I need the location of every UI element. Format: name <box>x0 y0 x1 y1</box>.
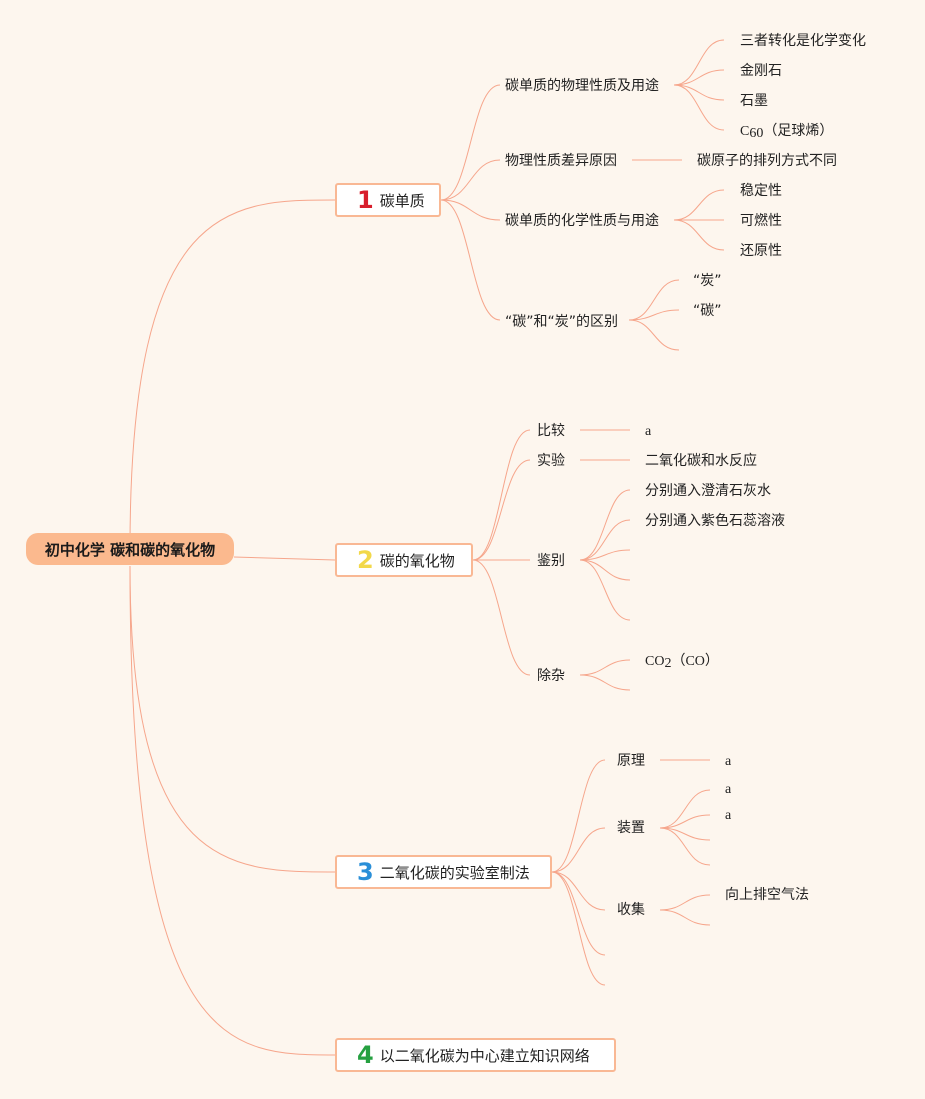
leaf-a[interactable]: a <box>725 808 732 823</box>
connector-line <box>628 279 680 321</box>
connector-line <box>673 84 725 131</box>
leaf-a[interactable]: a <box>725 754 732 769</box>
connector-line <box>673 84 725 101</box>
connector-line <box>472 429 531 561</box>
topic-carbon-distinction[interactable]: “碳”和“炭”的区别 <box>505 314 619 330</box>
branch-label: 以二氧化碳为中心建立知识网络 <box>379 1046 590 1065</box>
connector-line <box>579 549 631 561</box>
connector-line <box>129 565 336 1056</box>
connector-line <box>472 459 531 561</box>
connector-line <box>551 759 606 873</box>
number-3-icon: 3 <box>357 858 374 886</box>
connector-line <box>440 199 501 321</box>
topic-compare[interactable]: 比较 <box>537 423 565 439</box>
branch-label: 碳的氧化物 <box>379 551 455 570</box>
leaf-flammability[interactable]: 可燃性 <box>740 213 782 229</box>
topic-remove-impurity[interactable]: 除杂 <box>537 668 565 684</box>
connector-line <box>659 814 711 829</box>
number-4-icon: 4 <box>357 1041 374 1069</box>
connector-line <box>551 871 606 956</box>
topic-chemical-properties[interactable]: 碳单质的化学性质与用途 <box>505 213 659 229</box>
connector-line <box>551 827 606 873</box>
c60-symbol: C <box>740 124 750 139</box>
leaf-litmus[interactable]: 分别通入紫色石蕊溶液 <box>645 513 785 529</box>
connector-line <box>579 674 631 691</box>
topic-physical-properties[interactable]: 碳单质的物理性质及用途 <box>505 78 659 94</box>
c60-note: （足球烯） <box>763 123 834 139</box>
leaf-limewater[interactable]: 分别通入澄清石灰水 <box>645 483 771 499</box>
connector-line <box>472 559 531 676</box>
connector-line <box>579 659 631 676</box>
topic-apparatus[interactable]: 装置 <box>617 820 645 836</box>
leaf-diamond[interactable]: 金刚石 <box>740 63 782 79</box>
branch-label: 二氧化碳的实验室制法 <box>379 863 530 882</box>
co2-symbol: CO <box>645 654 665 669</box>
connector-line <box>673 69 725 86</box>
connector-line <box>129 199 336 549</box>
connector-line <box>659 827 711 866</box>
topic-property-difference[interactable]: 物理性质差异原因 <box>505 153 617 169</box>
connector-line <box>673 219 725 251</box>
number-1-icon: 1 <box>357 186 374 214</box>
connector-line <box>628 319 680 351</box>
connector-line <box>551 871 606 986</box>
connector-line <box>579 519 631 561</box>
topic-principle[interactable]: 原理 <box>617 753 645 769</box>
branch-carbon-oxides[interactable]: 2 碳的氧化物 <box>335 543 473 577</box>
branch-knowledge-network[interactable]: 4 以二氧化碳为中心建立知识网络 <box>335 1038 616 1072</box>
connector-line <box>440 159 501 201</box>
connector-line <box>440 199 501 221</box>
connector-line <box>659 894 711 911</box>
leaf-co2-water[interactable]: 二氧化碳和水反应 <box>645 453 757 469</box>
branch-carbon-elements[interactable]: 1 碳单质 <box>335 183 441 217</box>
co-note: （CO） <box>671 654 719 669</box>
root-label: 初中化学 碳和碳的氧化物 <box>44 540 216 559</box>
connector-line <box>628 309 680 321</box>
connector-line <box>551 871 606 911</box>
root-topic[interactable]: 初中化学 碳和碳的氧化物 <box>26 533 234 565</box>
leaf-stability[interactable]: 稳定性 <box>740 183 782 199</box>
leaf-atom-arrangement[interactable]: 碳原子的排列方式不同 <box>697 153 837 169</box>
topic-identify[interactable]: 鉴别 <box>537 553 565 569</box>
leaf-transformation[interactable]: 三者转化是化学变化 <box>740 33 866 49</box>
leaf-reducibility[interactable]: 还原性 <box>740 243 782 259</box>
branch-co2-lab-preparation[interactable]: 3 二氧化碳的实验室制法 <box>335 855 552 889</box>
leaf-charcoal[interactable]: “炭” <box>693 273 722 289</box>
leaf-carbon[interactable]: “碳” <box>693 303 722 319</box>
connector-line <box>659 909 711 926</box>
connector-line <box>233 556 336 561</box>
connector-line <box>579 559 631 581</box>
connector-line <box>440 84 501 201</box>
connector-line <box>129 565 336 873</box>
connector-line <box>579 489 631 561</box>
connector-line <box>673 189 725 221</box>
connector-line <box>659 789 711 829</box>
leaf-a[interactable]: a <box>725 782 732 797</box>
topic-experiment[interactable]: 实验 <box>537 453 565 469</box>
leaf-graphite[interactable]: 石墨 <box>740 93 768 109</box>
connector-line <box>673 39 725 86</box>
topic-collection[interactable]: 收集 <box>617 902 645 918</box>
leaf-upward-air-displacement[interactable]: 向上排空气法 <box>725 887 809 903</box>
leaf-c60[interactable]: C60（足球烯） <box>740 122 833 143</box>
connector-line <box>579 559 631 621</box>
leaf-co2-co[interactable]: CO2（CO） <box>645 652 719 673</box>
co2-subscript: 2 <box>664 656 672 671</box>
branch-label: 碳单质 <box>379 191 425 210</box>
leaf-a[interactable]: a <box>645 424 652 439</box>
c60-subscript: 60 <box>749 126 764 141</box>
number-2-icon: 2 <box>357 546 374 574</box>
